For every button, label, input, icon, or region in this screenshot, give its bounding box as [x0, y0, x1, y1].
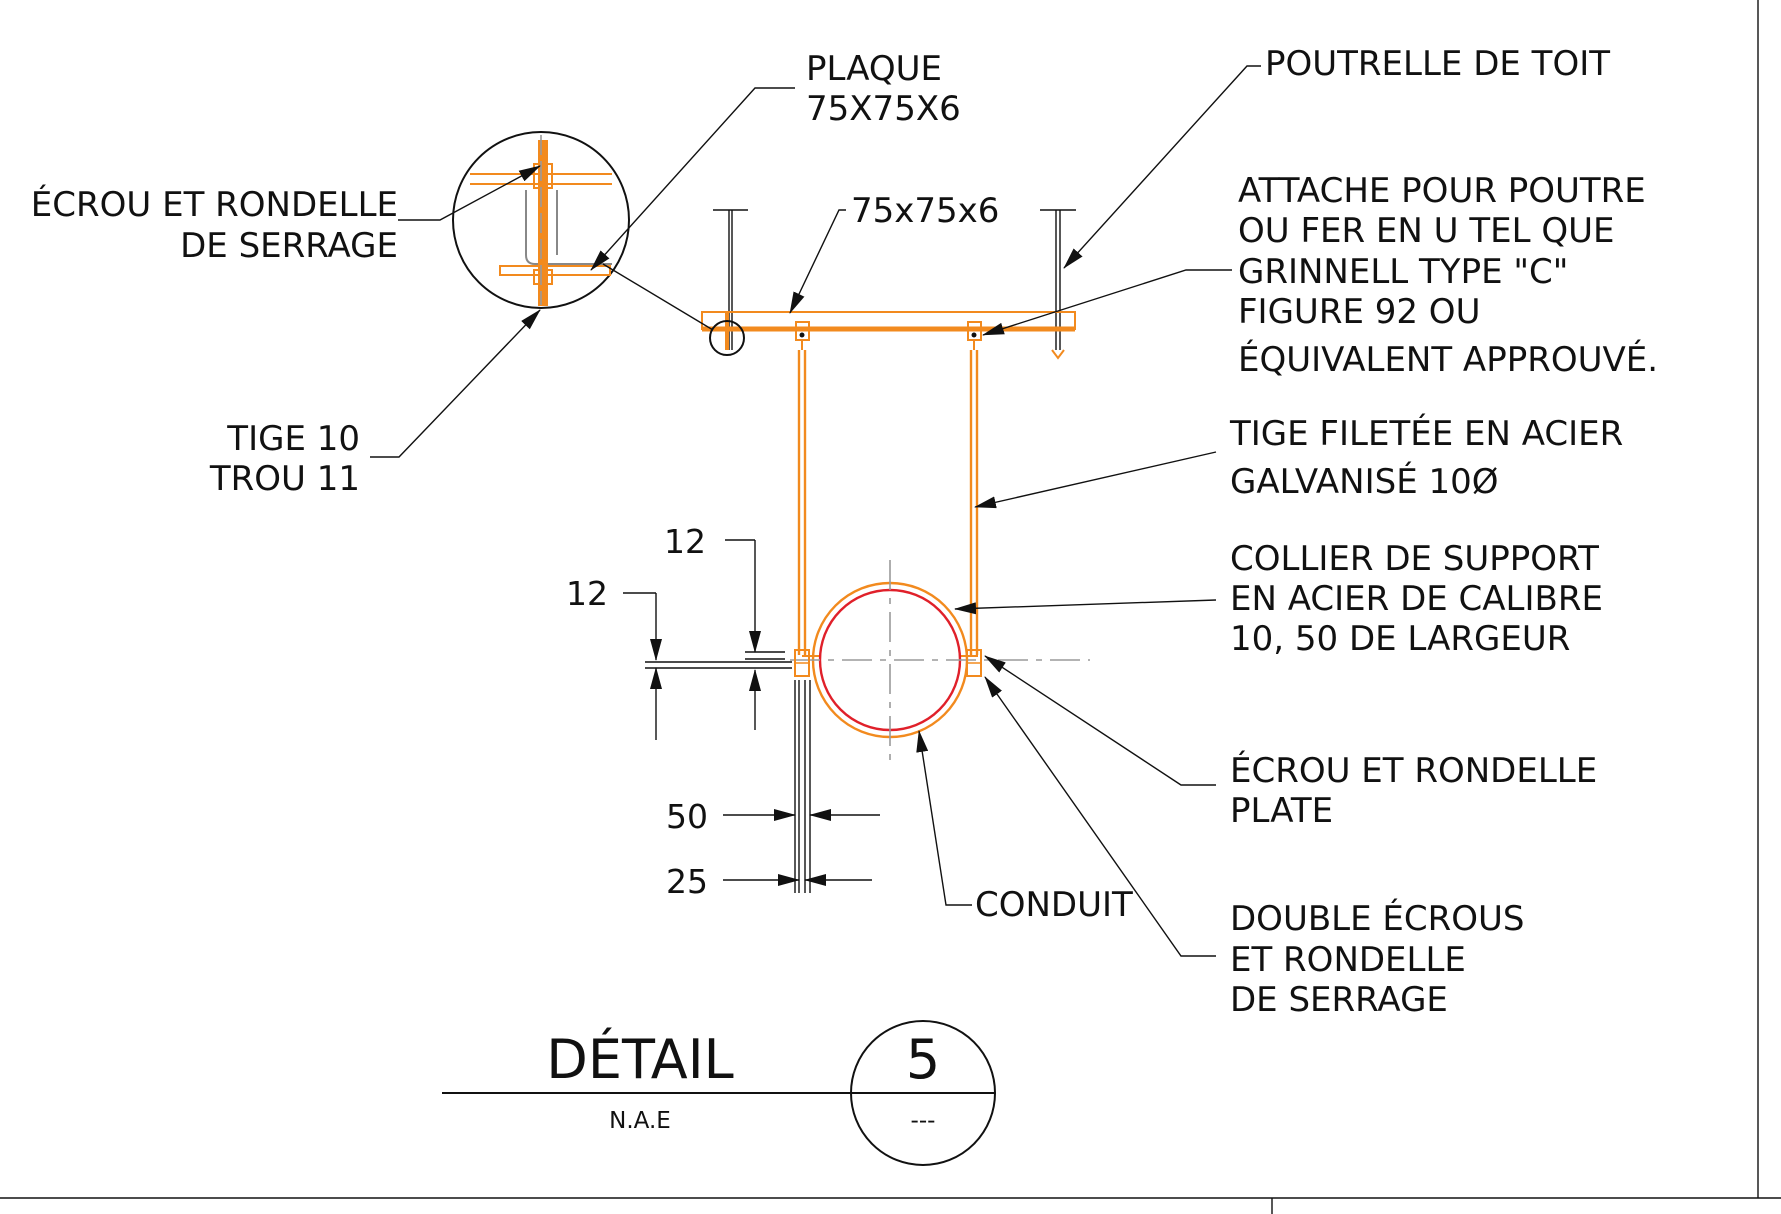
dimension-12-upper: 12: [664, 522, 706, 561]
beam-clamp-right: [967, 321, 982, 350]
detail-number: 5: [906, 1028, 940, 1091]
label-double-line3: DE SERRAGE: [1230, 980, 1448, 1020]
label-double-line2: ET RONDELLE: [1230, 940, 1466, 980]
label-collier-line3: 10, 50 DE LARGEUR: [1230, 619, 1570, 659]
label-tige-filetee-line1: TIGE FILETÉE EN ACIER: [1229, 413, 1623, 454]
label-angle: 75x75x6: [851, 191, 999, 231]
dimension-50: 50: [666, 797, 708, 836]
label-conduit: CONDUIT: [975, 885, 1133, 925]
label-attache-line1: ATTACHE POUR POUTRE: [1238, 171, 1646, 211]
leader-lines: [370, 65, 1261, 957]
beam-clamp-left: [795, 321, 810, 350]
label-tige-line2: TROU 11: [209, 459, 360, 499]
label-tige-filetee-line2: GALVANISÉ 10Ø: [1230, 461, 1499, 502]
detail-sheet-ref: ---: [911, 1108, 936, 1134]
label-attache-line3: GRINNELL TYPE "C": [1238, 252, 1568, 292]
label-plaque-line2: 75X75X6: [806, 89, 961, 129]
label-ecrou-serrage-line2: DE SERRAGE: [180, 226, 398, 266]
label-ecrou-serrage-line1: ÉCROU ET RONDELLE: [31, 184, 398, 225]
angle-steel: [701, 311, 1076, 332]
label-attache-line4: FIGURE 92 OU: [1238, 292, 1480, 332]
label-double-line1: DOUBLE ÉCROUS: [1230, 898, 1524, 939]
label-collier-line2: EN ACIER DE CALIBRE: [1230, 579, 1603, 619]
label-poutrelle: POUTRELLE DE TOIT: [1265, 44, 1610, 84]
roof-joist-right: [1040, 209, 1076, 360]
enlarged-detail-bubble: [452, 131, 630, 309]
dimension-12-lower: 12: [566, 574, 608, 613]
dimension-12-lower-graphic: [623, 592, 792, 740]
label-collier-line1: COLLIER DE SUPPORT: [1230, 539, 1599, 579]
dimension-25: 25: [666, 862, 708, 901]
conduit-centerlines: [790, 560, 1090, 760]
dimension-25-graphic: [723, 680, 872, 893]
conduit-pipe: [818, 588, 962, 732]
label-attache-line5: ÉQUIVALENT APPROUVÉ.: [1238, 339, 1658, 380]
label-attache-line2: OU FER EN U TEL QUE: [1238, 211, 1614, 251]
title-block: DÉTAIL N.A.E 5 ---: [442, 1020, 996, 1166]
label-tige-line1: TIGE 10: [226, 419, 360, 459]
detail-reference-circle: [602, 263, 745, 356]
threaded-rod-right: [969, 350, 979, 655]
collar-nut-left: [794, 649, 810, 677]
detail-title: DÉTAIL: [546, 1028, 733, 1091]
detail-scale: N.A.E: [609, 1108, 671, 1134]
collar-nut-right: [966, 649, 982, 677]
label-ecrou-plate-line2: PLATE: [1230, 791, 1333, 831]
dimension-12-upper-graphic: [725, 539, 785, 730]
threaded-rod-left: [797, 350, 807, 655]
dimension-50-graphic: [723, 680, 880, 893]
label-plaque-line1: PLAQUE: [806, 49, 942, 89]
label-ecrou-plate-line1: ÉCROU ET RONDELLE: [1230, 750, 1597, 791]
